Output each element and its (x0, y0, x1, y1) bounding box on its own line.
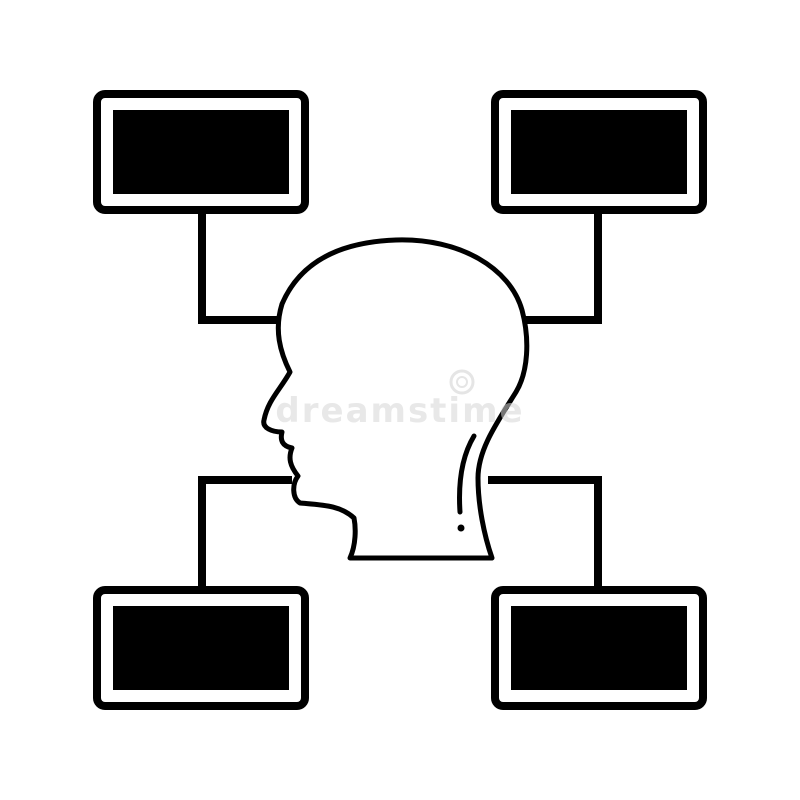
box-top-right (491, 90, 707, 214)
connectors (198, 210, 602, 590)
box-bottom-left (93, 586, 309, 710)
connector-bottom-left (198, 476, 292, 590)
dreamstime-logo-icon (449, 369, 475, 395)
human-head-profile-icon (261, 237, 530, 561)
connector-top-right (516, 210, 602, 324)
box-bottom-right (491, 586, 707, 710)
watermark: dreamstime (275, 369, 524, 431)
connector-top-left (198, 210, 284, 324)
box-top-left (93, 90, 309, 214)
watermark-text: dreamstime (275, 391, 524, 431)
connector-bottom-right (488, 476, 602, 590)
